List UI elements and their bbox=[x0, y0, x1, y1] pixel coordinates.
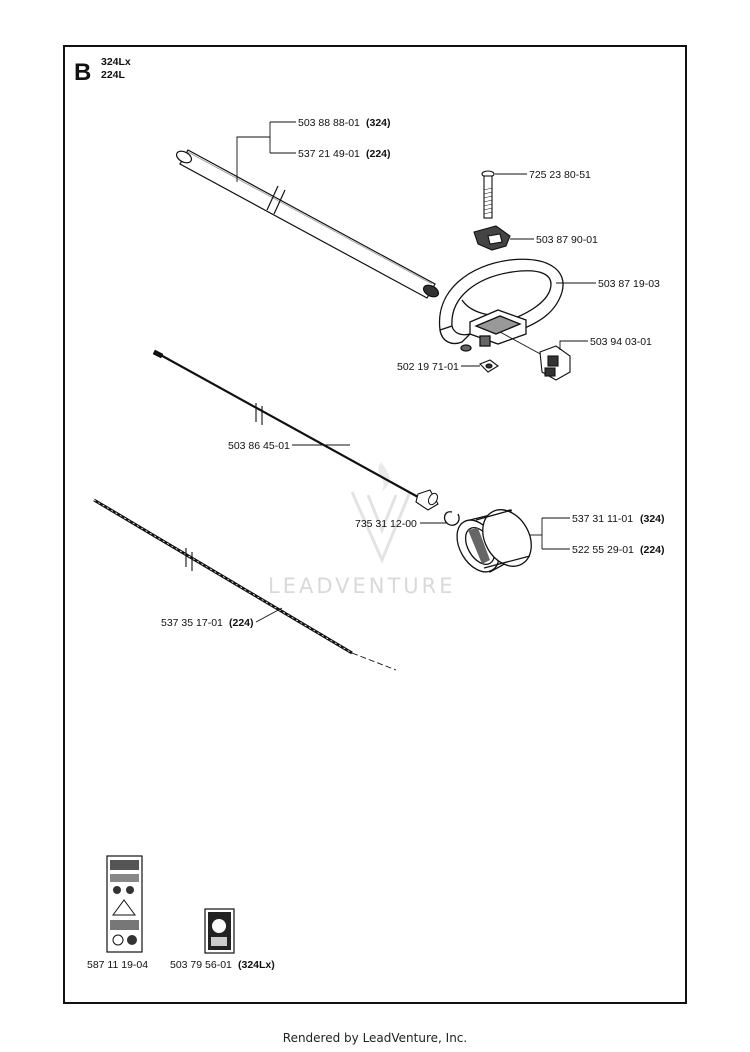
drive-shaft-part bbox=[152, 349, 439, 511]
tube-324-model: (324) bbox=[366, 117, 391, 129]
knob-number: 503 87 90-01 bbox=[536, 234, 598, 246]
gear-housing-part bbox=[456, 509, 532, 573]
nut-number: 502 19 71-01 bbox=[397, 361, 459, 373]
guard-224-number: 522 55 29-01 bbox=[572, 544, 634, 556]
warning-decal-2 bbox=[204, 908, 235, 954]
ring-number: 735 31 12-00 bbox=[355, 518, 417, 530]
footer-credit: Rendered by LeadVenture, Inc. bbox=[282, 1031, 468, 1045]
decal-2-number: 503 79 56-01 bbox=[170, 959, 232, 971]
warning-decal-1 bbox=[106, 855, 143, 953]
guard-324-number: 537 31 11-01 bbox=[572, 513, 633, 525]
loop-handle-part bbox=[438, 258, 564, 352]
flex-shaft-number: 537 35 17-01 bbox=[161, 617, 223, 629]
watermark-text: LEADVENTURE bbox=[268, 574, 456, 598]
guard-callout-bracket bbox=[530, 517, 570, 550]
tube-224-number: 537 21 49-01 bbox=[298, 148, 360, 160]
guard-224-model: (224) bbox=[640, 544, 665, 556]
guard-324-model: (324) bbox=[640, 513, 665, 525]
shaft-tube bbox=[175, 149, 440, 299]
drive-shaft-number: 503 86 45-01 bbox=[228, 440, 290, 452]
knob-part bbox=[473, 225, 511, 251]
flex-shaft-break-mark bbox=[185, 548, 193, 571]
section-model-1: 324Lx bbox=[101, 56, 131, 68]
section-letter: B bbox=[74, 59, 91, 86]
tube-324-number: 503 88 88-01 bbox=[298, 117, 360, 129]
decal-1-number: 587 11 19-04 bbox=[87, 959, 148, 971]
tube-224-model: (224) bbox=[366, 148, 391, 160]
flex-shaft-part bbox=[93, 498, 397, 671]
clamp-leader bbox=[559, 340, 588, 350]
tube-break-mark bbox=[266, 185, 286, 215]
retaining-ring-part bbox=[443, 511, 460, 526]
bolt-number: 725 23 80-51 bbox=[529, 169, 591, 181]
diagram-frame bbox=[63, 45, 687, 1004]
flex-shaft-leader bbox=[255, 607, 283, 623]
drive-shaft-break-mark bbox=[255, 403, 263, 425]
tube-callout-bracket bbox=[236, 121, 296, 182]
bolt-part bbox=[481, 170, 495, 219]
handle-number: 503 87 19-03 bbox=[598, 278, 660, 290]
flex-shaft-model: (224) bbox=[229, 617, 254, 629]
nut-part bbox=[479, 359, 499, 373]
clamp-number: 503 94 03-01 bbox=[590, 336, 652, 348]
section-model-2: 224L bbox=[101, 69, 126, 81]
handle-clamp-part bbox=[499, 331, 571, 381]
decal-2-model: (324Lx) bbox=[238, 959, 275, 971]
